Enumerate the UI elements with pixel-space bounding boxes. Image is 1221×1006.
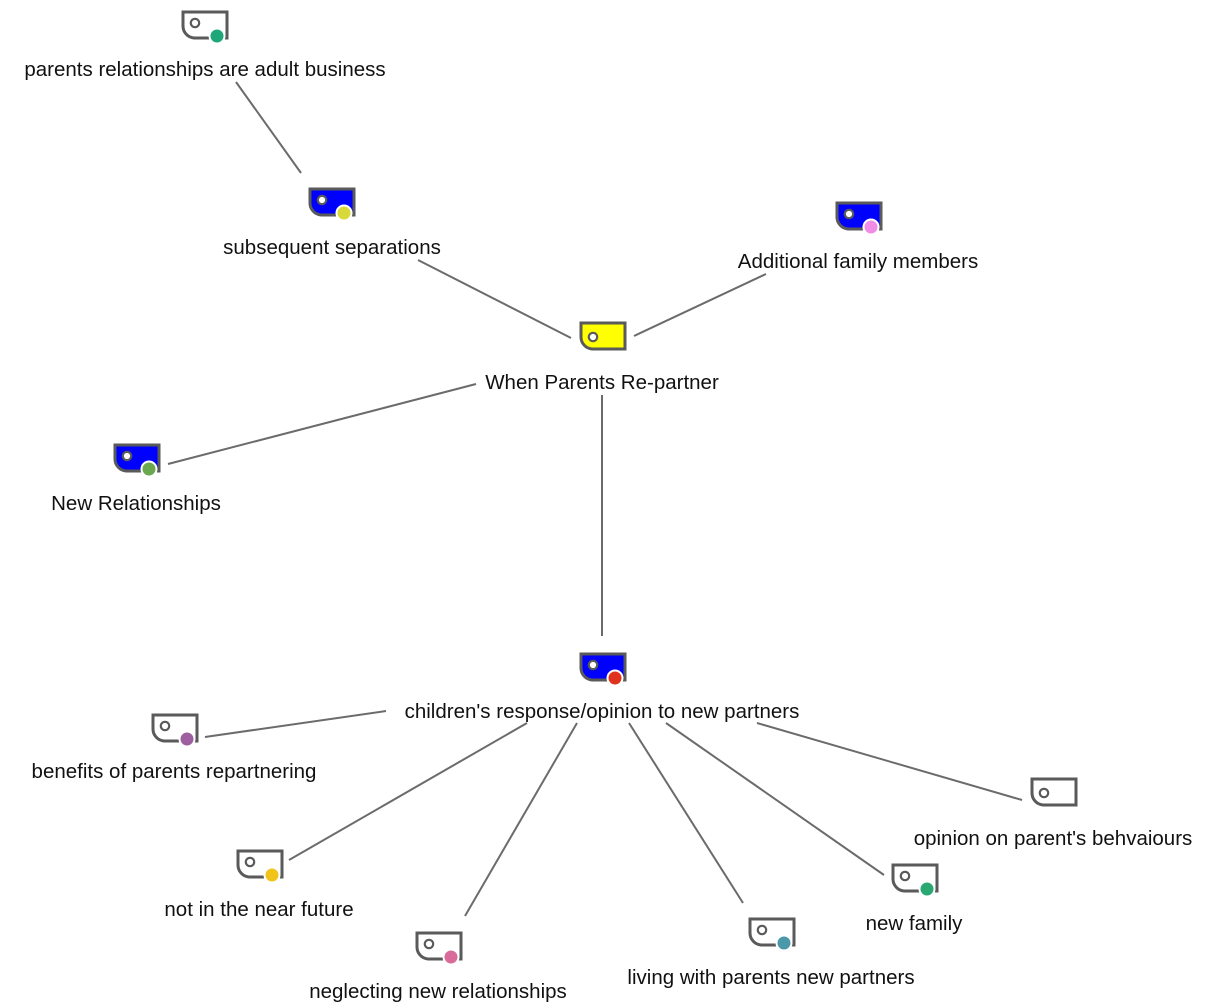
status-dot <box>140 460 158 478</box>
edge-n6-n8 <box>756 722 1023 801</box>
status-dot <box>862 218 880 236</box>
node-label: neglecting new relationships <box>309 980 567 1003</box>
tag-shape <box>579 321 627 351</box>
node-label: When Parents Re-partner <box>485 371 719 394</box>
status-dot <box>263 866 281 884</box>
tag-icon <box>151 713 199 748</box>
node-label: subsequent separations <box>223 236 441 259</box>
tag-shape <box>1030 777 1078 807</box>
tag-hole <box>121 450 133 462</box>
tag-icon <box>891 863 939 898</box>
node-label: parents relationships are adult business <box>24 58 386 81</box>
edge-n6-n7 <box>204 710 387 738</box>
tag-hole <box>159 720 171 732</box>
edge-n6-n9 <box>288 722 528 861</box>
tag-hole <box>899 870 911 882</box>
tag-icon <box>181 10 229 45</box>
status-dot <box>335 204 353 222</box>
tag-icon <box>113 443 161 478</box>
node-label: not in the near future <box>164 898 354 921</box>
edge-n6-n10 <box>665 722 885 876</box>
edge-n3-n4 <box>633 273 767 337</box>
tag-icon <box>236 849 284 884</box>
tag-icon <box>579 321 627 351</box>
status-dot <box>208 27 226 45</box>
status-dot <box>606 669 624 687</box>
node-label: New Relationships <box>51 492 221 515</box>
tag-hole <box>244 856 256 868</box>
edge-n2-n4 <box>417 259 572 339</box>
status-dot <box>918 880 936 898</box>
edge-n6-n12 <box>628 722 744 904</box>
edge-n1-n2 <box>235 81 302 174</box>
tag-hole <box>843 208 855 220</box>
edge-n4-n5 <box>167 383 477 465</box>
tag-hole <box>587 331 599 343</box>
status-dot <box>775 934 793 952</box>
node-label: opinion on parent's behvaiours <box>913 827 1193 850</box>
node-label: Additional family members <box>737 250 979 273</box>
tag-icon <box>1030 777 1078 807</box>
status-dot <box>442 948 460 966</box>
node-label: living with parents new partners <box>627 966 915 989</box>
status-dot <box>178 730 196 748</box>
tag-icon <box>748 917 796 952</box>
tag-icon <box>415 931 463 966</box>
tag-icon <box>835 201 883 236</box>
tag-hole <box>423 938 435 950</box>
tag-hole <box>316 194 328 206</box>
tag-hole <box>1038 787 1050 799</box>
node-label: benefits of parents repartnering <box>31 760 317 783</box>
tag-hole <box>756 924 768 936</box>
node-label: new family <box>865 912 963 935</box>
edge-n6-n11 <box>464 722 578 917</box>
tag-icon <box>579 652 627 687</box>
tag-hole <box>189 17 201 29</box>
node-label: children's response/opinion to new partn… <box>404 700 800 723</box>
tag-icon <box>308 187 356 222</box>
tag-hole <box>587 659 599 671</box>
